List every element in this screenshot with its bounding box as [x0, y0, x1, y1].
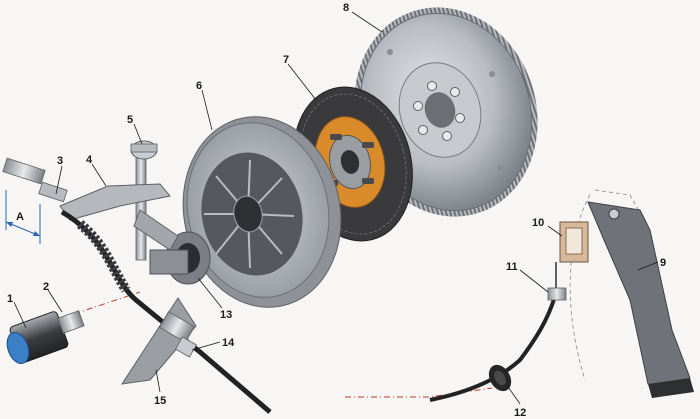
callout-14: 14 [222, 337, 235, 349]
callout-15: 15 [154, 395, 166, 407]
callout-10: 10 [532, 217, 544, 229]
dimension-a: A [5, 190, 41, 244]
callout-5: 5 [127, 114, 133, 126]
release-bearing [149, 231, 211, 285]
callout-8: 8 [343, 2, 349, 14]
threaded-stud [57, 310, 85, 334]
cable-grommet [488, 364, 512, 392]
callout-labels: 1 2 3 4 5 6 7 8 9 10 11 12 13 14 15 [7, 2, 666, 419]
callout-7: 7 [283, 54, 289, 66]
callout-leaders [13, 11, 659, 405]
clutch-pedal [587, 201, 694, 398]
callout-4: 4 [86, 154, 93, 166]
callout-3: 3 [57, 155, 63, 167]
pedal-cable-bracket [559, 221, 589, 263]
cable-adjuster-nut [175, 336, 197, 358]
cable-end-fitting [2, 157, 68, 203]
pressure-plate [182, 116, 342, 308]
dimension-a-label: A [16, 211, 24, 223]
pivot-post [130, 140, 158, 261]
pedal-cable-fitting [547, 262, 567, 301]
release-fork [59, 183, 179, 251]
callout-6: 6 [196, 80, 202, 92]
cable-bracket [120, 297, 197, 385]
callout-9: 9 [660, 257, 666, 269]
callout-1: 1 [7, 293, 13, 305]
callout-12: 12 [514, 407, 526, 419]
callout-2: 2 [43, 281, 49, 293]
callout-11: 11 [506, 261, 518, 273]
flywheel-bolts [413, 81, 465, 141]
callout-13: 13 [220, 309, 232, 321]
